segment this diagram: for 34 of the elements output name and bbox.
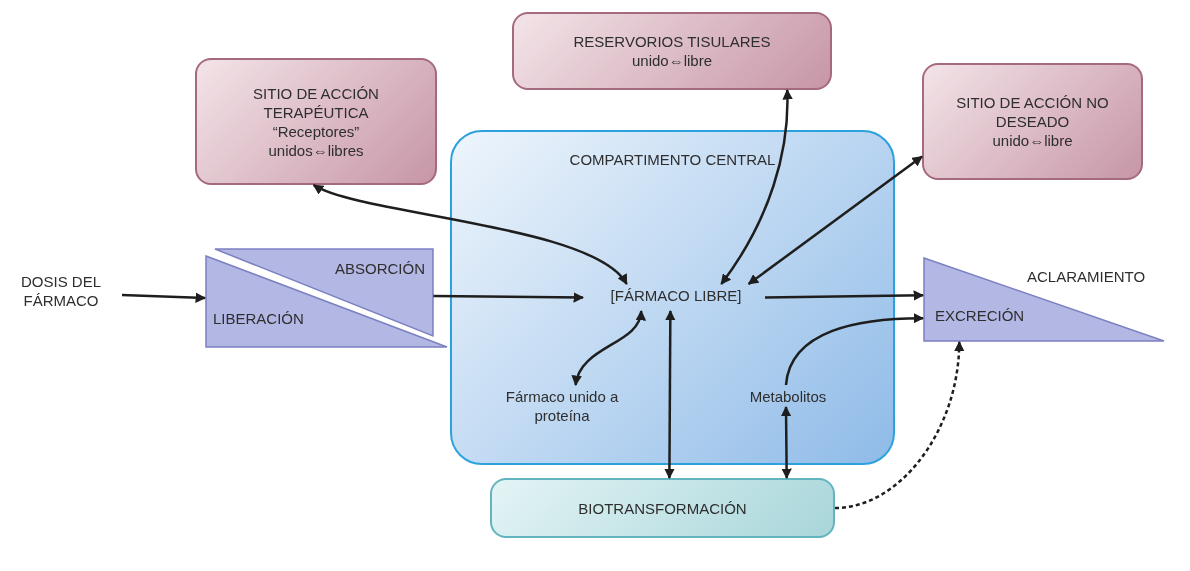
node-label: Metabolitos <box>748 387 828 406</box>
biotransformation-box <box>490 478 835 538</box>
arrow <box>312 183 628 285</box>
node-label: EXCRECIÓN <box>935 307 1025 324</box>
process-label: LIBERACIÓN <box>213 310 304 327</box>
reservoir-title: RESERVORIOS TISULARES <box>573 32 771 51</box>
site-title: SITIO DE ACCIÓN TERAPÉUTICA <box>252 83 380 122</box>
arrow <box>747 155 923 285</box>
arrow <box>121 292 207 303</box>
process-caption: ACLARAMIENTO <box>1027 268 1146 285</box>
process-label: ABSORCIÓN <box>335 260 425 277</box>
node-label: Fármaco unido a proteína <box>504 387 620 425</box>
arrow <box>433 292 585 303</box>
absorption-release-shape <box>205 248 448 348</box>
node-label: COMPARTIMENTO CENTRAL <box>569 150 776 169</box>
excretion-triangle <box>923 257 1165 342</box>
tissue-reservoir-box <box>512 12 832 90</box>
binding-equilibrium: unidos⇔libres <box>268 140 364 160</box>
arrow <box>834 340 964 510</box>
arrow <box>664 309 676 480</box>
arrow <box>720 88 793 285</box>
node-label: DOSIS DEL FÁRMACO <box>20 272 102 310</box>
site-subtitle: “Receptores” <box>272 121 360 141</box>
arrow <box>784 313 925 386</box>
arrow <box>765 290 925 301</box>
target-site-box <box>195 58 437 185</box>
central-compartment-box <box>450 130 895 465</box>
unwanted-site-box <box>922 63 1143 180</box>
arrow <box>572 309 645 386</box>
node-label: BIOTRANSFORMACIÓN <box>578 498 747 518</box>
binding-equilibrium: unido⇔libre <box>631 51 712 70</box>
arrow <box>780 405 792 480</box>
binding-equilibrium: unido⇔libre <box>992 131 1073 150</box>
node-label: [FÁRMACO LIBRE] <box>609 286 743 305</box>
